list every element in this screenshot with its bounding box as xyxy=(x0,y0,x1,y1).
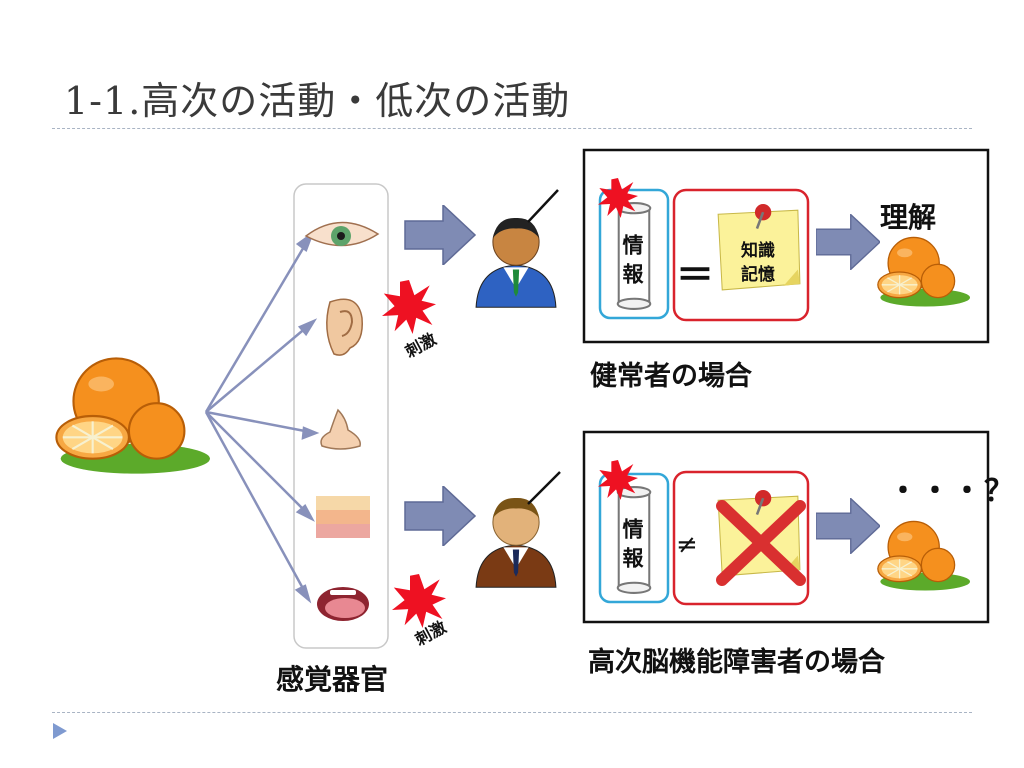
knowledge-label: 知識 xyxy=(741,241,775,261)
arrowhead-tongue xyxy=(294,584,312,604)
tongue-icon xyxy=(317,587,369,621)
memory-label: 記憶 xyxy=(741,265,775,285)
orange-icon xyxy=(55,357,210,475)
unknown-label: ・・・？ xyxy=(888,474,1016,509)
eye-icon xyxy=(304,221,380,247)
normal-case-label: 健常者の場合 xyxy=(590,361,752,392)
person-icon-impaired xyxy=(475,497,557,588)
arrowhead-skin xyxy=(295,504,315,522)
arrowhead-ear xyxy=(297,318,318,337)
page-title: 1-1.高次の活動・低次の活動 xyxy=(64,79,571,123)
pointer-line-bottom xyxy=(527,471,561,505)
nose-icon xyxy=(320,408,361,450)
title-divider xyxy=(52,128,972,129)
cross-icon xyxy=(716,500,806,586)
info-label-bottom: 情報 xyxy=(620,518,644,576)
arrow-to-nose xyxy=(205,410,311,434)
equal-sign: ＝ xyxy=(676,253,715,297)
footer-divider xyxy=(52,712,972,713)
arrowhead-nose xyxy=(301,426,320,440)
understanding-label: 理解 xyxy=(880,201,937,234)
person-icon-normal xyxy=(475,217,557,308)
block-arrow-top xyxy=(404,205,476,265)
sense-organs-label: 感覚器官 xyxy=(276,663,389,696)
pointer-line-top xyxy=(527,189,559,223)
block-arrow-bottom xyxy=(404,486,476,546)
slide-marker-icon xyxy=(53,723,67,739)
arrow-to-ear xyxy=(205,325,309,413)
impaired-case-label: 高次脳機能障害者の場合 xyxy=(588,647,885,678)
skin-icon xyxy=(316,496,370,538)
info-label-top: 情報 xyxy=(620,234,644,292)
arrow-to-eye xyxy=(204,239,310,413)
arrow-to-tongue xyxy=(204,411,308,595)
fan-arrows xyxy=(204,230,320,604)
arrow-to-skin xyxy=(205,411,309,515)
ear-icon xyxy=(326,298,363,356)
not-equal-sign: ≠ xyxy=(676,530,698,560)
